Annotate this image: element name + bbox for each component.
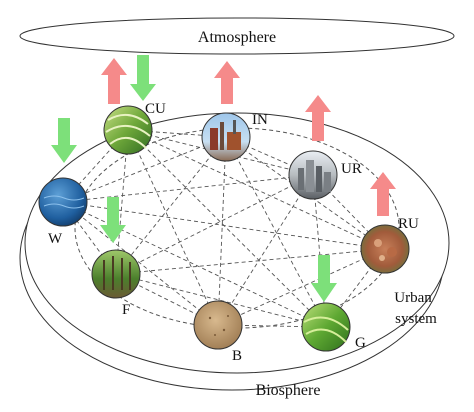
node-b: B [193,300,243,364]
link-cu-ur [127,129,314,176]
link-ru-b [217,248,386,326]
node-label-ur: UR [341,161,362,177]
water-image [38,177,88,227]
link-g-f [115,273,327,328]
link-in-g [225,136,327,328]
down-arrow-g [311,255,337,302]
link-in-ru [225,136,386,250]
node-label-b: B [232,348,242,364]
node-g: G [301,302,366,352]
link-in-f [115,136,227,275]
link-ur-f [115,174,314,275]
link-in-b [217,136,227,326]
node-ur: UR [288,150,362,200]
node-w: W [38,177,88,247]
rural-image [360,224,410,274]
node-f: F [91,249,141,318]
link-cu-g [127,129,327,328]
up-arrow-ur [305,95,331,141]
link-b-w [62,201,219,326]
biosphere-ellipse-upper [24,112,450,374]
urban-system-label-line1: Urban [394,290,432,306]
link-b-f [115,273,219,326]
biosphere-label: Biosphere [256,382,321,399]
node-label-f: F [122,302,130,318]
link-cu-b [127,129,219,326]
node-in: IN [201,112,268,162]
node-label-cu: CU [145,101,166,117]
up-arrow-in [214,61,240,104]
node-ru: RU [360,216,419,274]
industrial-image [201,112,251,162]
atmosphere-ellipse [19,17,455,55]
forest-image [91,249,141,299]
up-arrow-ru [370,172,396,216]
node-cu: CU [103,101,166,155]
down-arrow-f [100,197,126,243]
bare-land-image [193,300,243,350]
node-label-g: G [355,335,366,351]
grassland-image [301,302,351,352]
link-cu-ru [127,129,386,250]
link-ru-f [115,248,386,275]
link-in-w [62,136,227,203]
atmosphere-label: Atmosphere [198,29,276,46]
urban-system-label-line2: system [395,311,437,327]
link-ru-w [62,201,386,250]
link-ur-b [217,174,314,326]
flux-arrows [51,55,396,302]
down-arrow-w [51,118,77,163]
up-arrow-cu [101,58,127,104]
down-arrow-cu [130,55,156,101]
node-label-ru: RU [398,216,419,232]
node-label-in: IN [252,112,268,128]
node-label-w: W [48,231,63,247]
